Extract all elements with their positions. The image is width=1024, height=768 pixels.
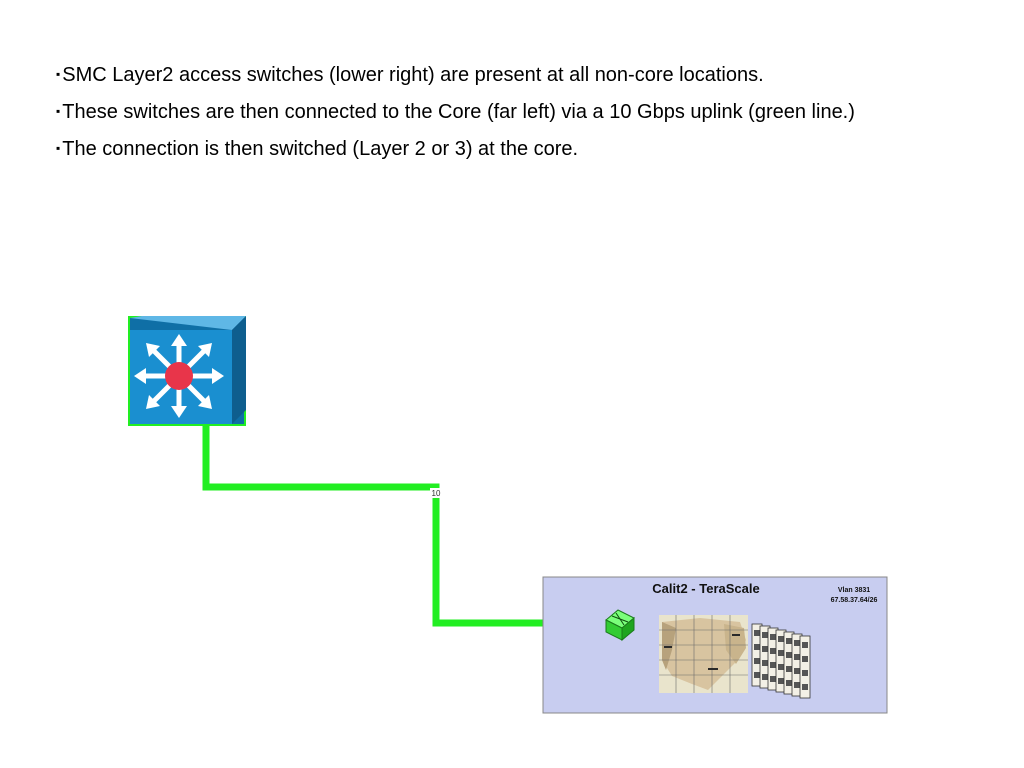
site-panel-title: Calit2 - TeraScale <box>652 581 759 596</box>
uplink-line <box>202 422 615 627</box>
us-map-image <box>659 615 748 693</box>
core-switch-icon <box>128 316 246 426</box>
site-panel-subnet: 67.58.37.64/26 <box>831 597 878 604</box>
access-switch-icon <box>605 609 635 642</box>
bullet-marker: ▪ <box>56 104 61 118</box>
site-panel-vlan: Vlan 3831 <box>838 587 870 594</box>
site-panel: Calit2 - TeraScale Vlan 3831 67.58.37.64… <box>542 576 888 714</box>
bullet-marker: ▪ <box>56 141 61 155</box>
bullet-item-access-switches: ▪SMC Layer2 access switches (lower right… <box>56 58 936 91</box>
server-unit <box>799 635 811 699</box>
bullet-list: ▪SMC Layer2 access switches (lower right… <box>56 58 936 169</box>
link-label-box <box>430 488 442 498</box>
bullet-marker: ▪ <box>56 67 61 81</box>
bullet-item-uplink: ▪These switches are then connected to th… <box>56 95 936 128</box>
link-label: 10 <box>432 489 441 498</box>
bullet-text: These switches are then connected to the… <box>62 101 855 123</box>
bullet-text: The connection is then switched (Layer 2… <box>62 138 579 160</box>
bullet-item-core-switching: ▪The connection is then switched (Layer … <box>56 132 936 165</box>
bullet-text: SMC Layer2 access switches (lower right)… <box>62 64 764 86</box>
server-rack-icon <box>751 623 811 699</box>
